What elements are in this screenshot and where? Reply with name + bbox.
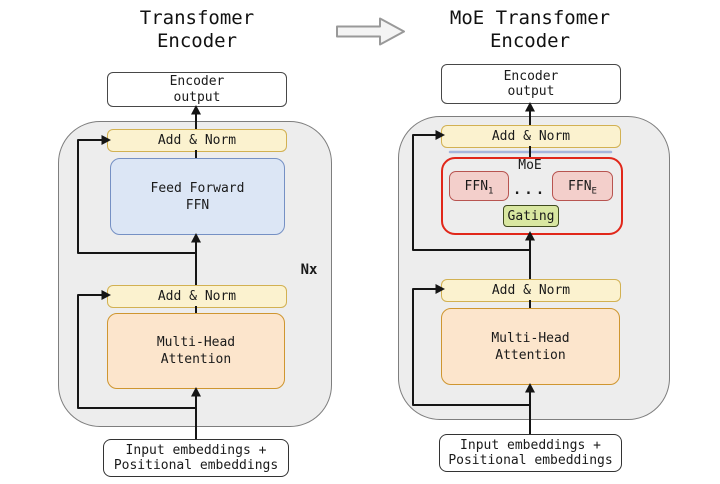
left-input-embeddings-box: Input embeddings + Positional embeddings bbox=[103, 439, 289, 477]
right-multi-head-attention-box: Multi-Head Attention bbox=[441, 308, 620, 385]
add-norm-label: Add & Norm bbox=[157, 133, 237, 148]
add-norm-label: Add & Norm bbox=[491, 129, 571, 144]
left-panel-title: Transfomer Encoder bbox=[107, 7, 287, 53]
left-add-norm-bottom-box: Add & Norm bbox=[107, 285, 287, 308]
right-title-line2: Encoder bbox=[489, 30, 571, 52]
ffn-line1: Feed Forward bbox=[150, 180, 245, 196]
mha-line1: Multi-Head bbox=[156, 335, 236, 350]
encoder-output-line2: output bbox=[173, 89, 221, 105]
left-feed-forward-box: Feed Forward FFN bbox=[110, 158, 285, 235]
encoder-output-line1: Encoder bbox=[503, 68, 559, 84]
input-line1: Input embeddings + bbox=[125, 442, 267, 458]
encoder-output-line1: Encoder bbox=[169, 74, 225, 89]
left-encoder-output-box: Encoder output bbox=[107, 72, 287, 107]
right-encoder-output-box: Encoder output bbox=[441, 64, 621, 104]
left-title-line2: Encoder bbox=[156, 30, 238, 52]
add-norm-label: Add & Norm bbox=[491, 283, 571, 298]
input-line2: Positional embeddings bbox=[448, 453, 613, 468]
right-panel-title: MoE Transfomer Encoder bbox=[436, 7, 624, 53]
right-title-line1: MoE Transfomer bbox=[449, 7, 611, 29]
ffn-line2: FFN bbox=[185, 197, 210, 213]
gating-box: Gating bbox=[503, 205, 559, 227]
left-multi-head-attention-box: Multi-Head Attention bbox=[107, 313, 285, 389]
left-title-line1: Transfomer bbox=[139, 7, 255, 29]
ffn-expert-1-label: FFN1 bbox=[464, 178, 494, 197]
input-line2: Positional embeddings bbox=[113, 458, 279, 473]
ffn-expert-1-box: FFN1 bbox=[449, 171, 509, 201]
input-line1: Input embeddings + bbox=[460, 437, 601, 453]
mha-line2: Attention bbox=[160, 352, 232, 367]
right-input-embeddings-box: Input embeddings + Positional embeddings bbox=[439, 434, 622, 472]
mha-line2: Attention bbox=[495, 347, 566, 363]
right-add-norm-top-box: Add & Norm bbox=[441, 125, 621, 148]
encoder-output-line2: output bbox=[507, 84, 555, 99]
right-add-norm-bottom-box: Add & Norm bbox=[441, 279, 621, 302]
add-norm-label: Add & Norm bbox=[157, 289, 237, 304]
ffn-expert-e-box: FFNE bbox=[552, 171, 613, 201]
repeat-count-label: Nx bbox=[300, 262, 318, 278]
gating-label: Gating bbox=[507, 208, 555, 224]
mha-line1: Multi-Head bbox=[491, 330, 570, 346]
left-add-norm-top-box: Add & Norm bbox=[107, 129, 287, 152]
ffn-expert-e-label: FFNE bbox=[568, 178, 597, 197]
experts-ellipsis: ... bbox=[512, 182, 548, 198]
